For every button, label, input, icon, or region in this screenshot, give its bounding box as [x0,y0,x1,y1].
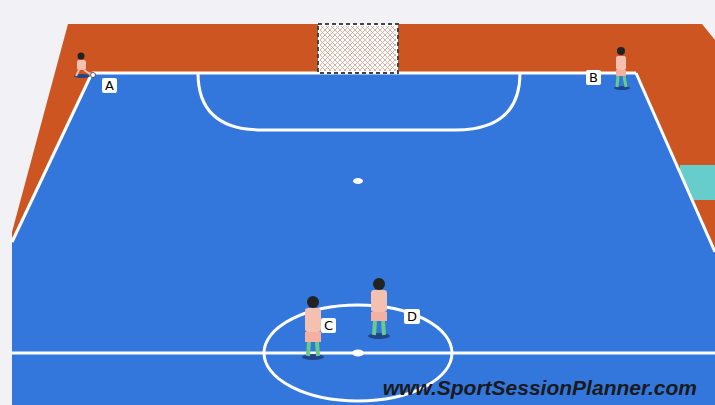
player-d [368,278,390,339]
player-letter: C [321,318,336,333]
goal [318,24,398,73]
player-b [614,47,630,90]
court-surface [12,72,715,405]
surround [12,24,715,405]
player-a [74,53,96,79]
player-letter: D [404,309,420,324]
player-letter: A [102,78,117,93]
watermark: www.SportSessionPlanner.com [383,376,697,400]
player-letter: B [586,70,601,85]
